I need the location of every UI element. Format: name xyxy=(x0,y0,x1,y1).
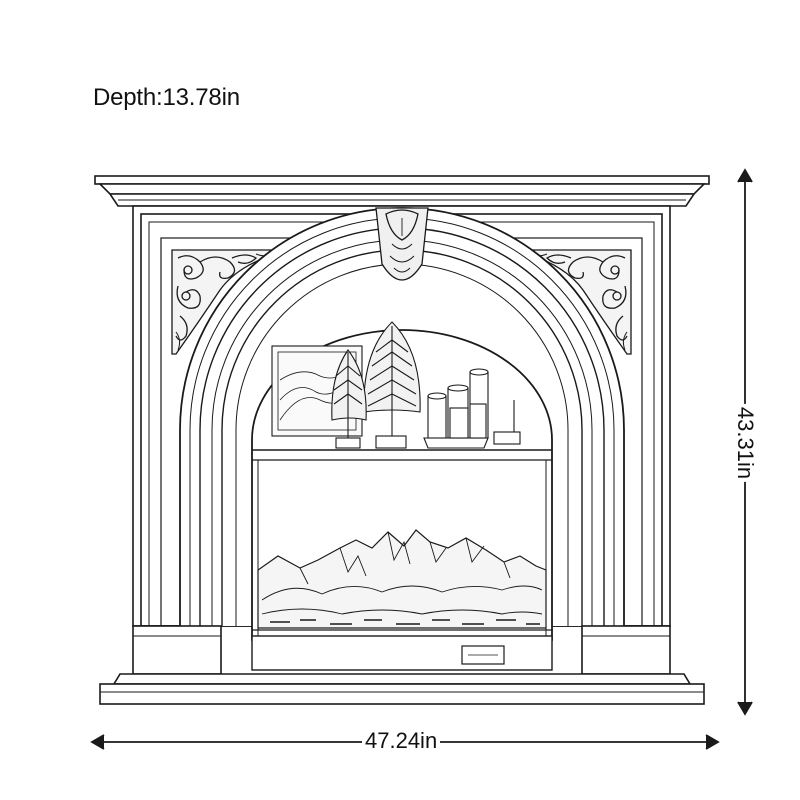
decor-candles xyxy=(423,368,489,449)
keystone-ornament xyxy=(375,207,429,281)
decor-tree-tall xyxy=(363,321,421,449)
decor-tree-short xyxy=(331,349,367,449)
width-dimension-label: 47.24in xyxy=(362,728,441,754)
mantel-legs xyxy=(132,625,671,675)
depth-dimension-label: Depth:13.78in xyxy=(93,84,240,111)
height-dimension-label: 43.31in xyxy=(732,403,758,483)
mantel-shelf xyxy=(94,175,710,207)
mantel-base xyxy=(99,673,705,705)
control-panel xyxy=(461,645,505,665)
decor-small-box xyxy=(493,431,521,445)
shelf-decor xyxy=(271,321,521,449)
flame-log-scene xyxy=(257,529,547,629)
